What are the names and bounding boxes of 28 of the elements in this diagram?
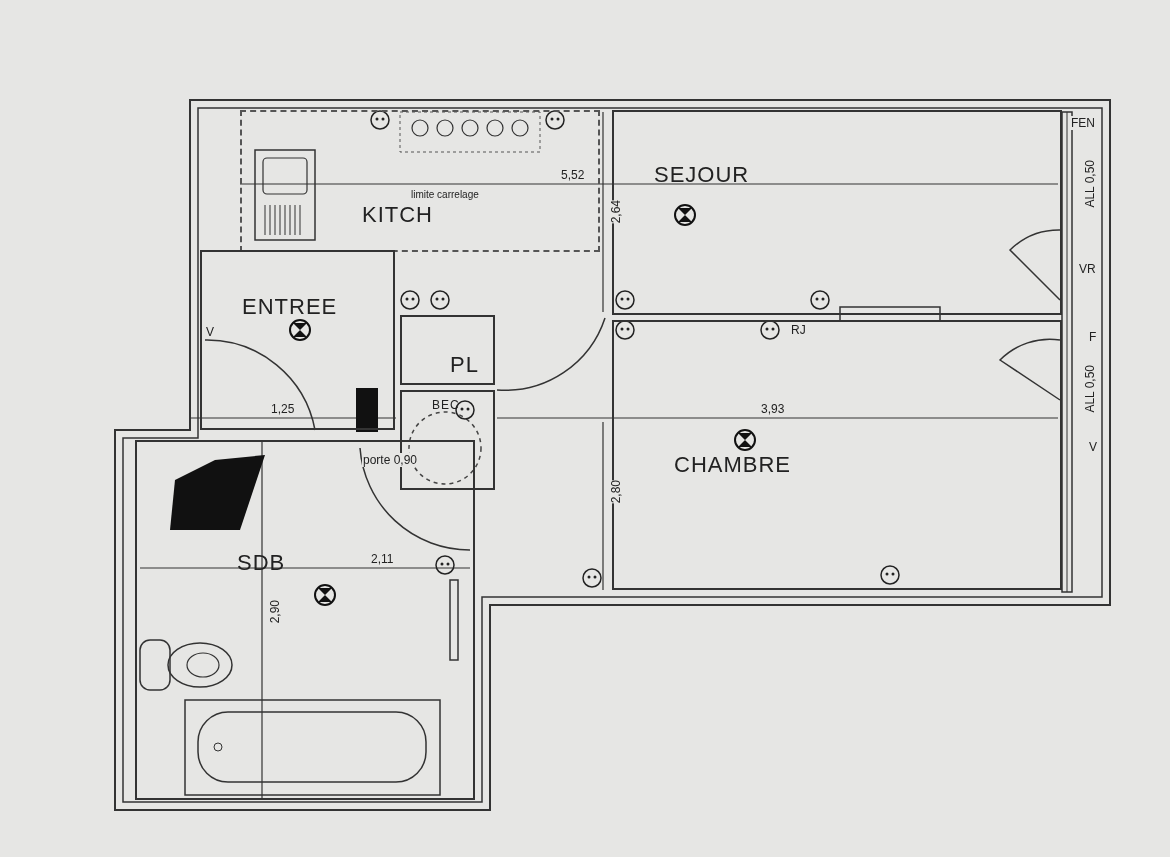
room-outline <box>200 250 395 430</box>
window-label: VR <box>1078 262 1097 276</box>
room-label: KITCH <box>362 202 433 228</box>
dimension-label: 1,25 <box>270 402 296 416</box>
dimension-label: 2,90 <box>267 600 283 624</box>
outlet-label: RJ <box>790 323 807 337</box>
dimension-label: 3,93 <box>760 402 786 416</box>
note-text: limite carrelage <box>410 188 480 202</box>
window-label: ALL 0,50 <box>1082 160 1098 208</box>
window-label: F <box>1088 330 1098 344</box>
dimension-label: 5,52 <box>560 168 586 182</box>
vent-label: V <box>205 325 215 339</box>
room-label: ENTREE <box>242 294 338 320</box>
vent-label: V <box>1088 440 1098 454</box>
room-label: SEJOUR <box>654 162 750 188</box>
room-label: CHAMBRE <box>674 452 791 478</box>
room-outline <box>135 440 475 800</box>
room-outline <box>612 320 1062 590</box>
dimension-label: 2,80 <box>608 480 624 504</box>
room-label: BEC <box>432 398 460 412</box>
window-label: FEN <box>1070 116 1096 130</box>
dimension-label: 2,64 <box>608 200 624 224</box>
room-outline <box>612 110 1062 315</box>
room-label: PL <box>450 352 479 378</box>
room-outline <box>400 315 495 385</box>
door-width-label: porte 0,90 <box>362 453 419 467</box>
window-label: ALL 0,50 <box>1082 365 1098 413</box>
dimension-label: 2,11 <box>370 552 395 566</box>
